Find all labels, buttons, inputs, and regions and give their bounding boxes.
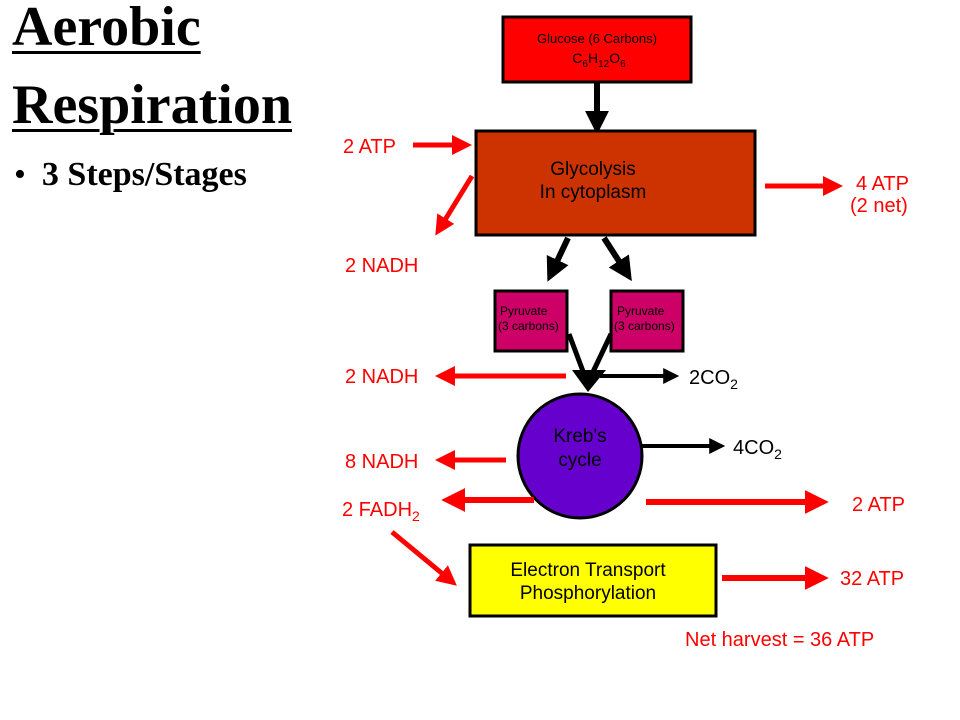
formula-sub-6b: 6 [620,59,626,70]
title-line-1: Aerobic [12,0,201,58]
bullet-text: 3 Steps/Stages [41,156,247,193]
krebs-label-2: cycle [558,450,601,471]
arrow-pyruvate-left-converge [566,333,587,375]
co2-pyruvate-text: 2CO [689,367,730,389]
bullet-dot: • [14,156,26,193]
pyruvate-left-node: Pyruvate (3 carbons) [493,289,569,353]
co2-krebs-sub: 2 [774,446,782,462]
label-atp-in: 2 ATP [343,136,396,158]
glucose-node: Glucose (6 Carbons) C6H12O6 [501,15,693,84]
glucose-label: Glucose (6 Carbons) [537,31,657,46]
pyruvate-right-node: Pyruvate (3 carbons) [609,289,685,353]
arrow-to-pyruvate-right [601,236,632,282]
arrow-fadh-to-etc [390,530,457,586]
etc-node: Electron Transport Phosphorylation [468,543,718,618]
fadh-text: 2 FADH [342,499,412,521]
krebs-node: Kreb's cycle [516,392,644,520]
label-atp-etc: 32 ATP [840,568,904,590]
krebs-circle [516,392,644,520]
pyruvate-left-label-1: Pyruvate [500,304,548,318]
krebs-label-1: Kreb's [553,426,606,447]
pyruvate-left-box [493,289,569,353]
label-net-harvest: Net harvest = 36 ATP [685,629,874,651]
label-nadh-glycolysis: 2 NADH [345,255,418,277]
label-nadh-pyruvate: 2 NADH [345,366,418,388]
label-co2-krebs: 4CO2 [733,437,782,462]
formula-c: C [572,50,582,66]
fadh-sub: 2 [412,508,420,524]
label-fadh: 2 FADH2 [342,499,420,524]
etc-box [468,543,718,618]
co2-krebs-text: 4CO [733,437,774,459]
formula-sub-12: 12 [598,59,610,70]
pyruvate-right-label-1: Pyruvate [617,304,665,318]
label-atp-krebs: 2 ATP [852,494,905,516]
label-atp-out-1: 4 ATP [856,173,909,195]
co2-pyruvate-sub: 2 [730,376,738,392]
pyruvate-right-box [609,289,685,353]
label-atp-out-2: (2 net) [850,195,908,217]
pyruvate-left-label-2: (3 carbons) [498,319,559,333]
arrow-pyruvate-right-converge [589,332,614,376]
formula-sub-6a: 6 [582,59,588,70]
pyruvate-right-label-2: (3 carbons) [614,319,675,333]
glycolysis-label-2: In cytoplasm [540,182,647,203]
label-co2-pyruvate: 2CO2 [689,367,738,392]
etc-label-2: Phosphorylation [520,583,656,604]
glycolysis-label-1: Glycolysis [550,159,636,180]
arrow-to-pyruvate-left [546,236,571,282]
label-nadh-krebs: 8 NADH [345,451,418,473]
title-line-2: Respiration [12,74,292,136]
formula-h: H [588,50,598,66]
glycolysis-node: Glycolysis In cytoplasm [474,129,757,237]
formula-o: O [609,50,620,66]
bullet-item: • 3 Steps/Stages [14,156,247,194]
glycolysis-box [474,129,757,237]
arrow-glycolysis-nadh [435,174,475,236]
arrowhead-converge [572,370,606,392]
glucose-formula: C6H12O6 [572,50,626,70]
etc-label-1: Electron Transport [510,560,666,581]
